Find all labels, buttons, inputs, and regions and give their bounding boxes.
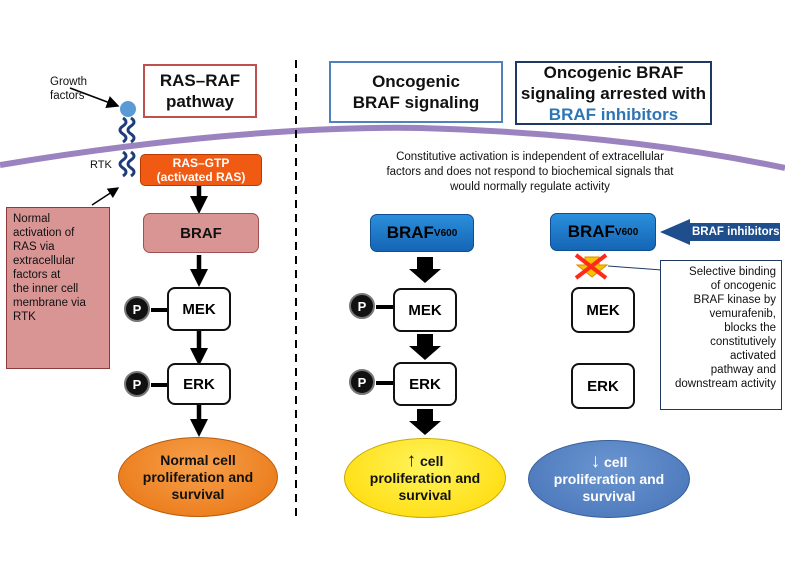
rtk-receptor <box>118 101 136 178</box>
phosphate-erk-middle: P <box>349 369 375 395</box>
outcome-decreased-rest: proliferation and survival <box>553 471 665 504</box>
outcome-increased-rest: proliferation and survival <box>369 470 481 503</box>
note-selective-binding: Selective binding of oncogenic BRAF kina… <box>660 260 782 410</box>
outcome-decreased: ↓ cell proliferation and survival <box>528 440 690 518</box>
braf-box-left: BRAF <box>143 213 259 253</box>
erk-box-left: ERK <box>167 363 231 405</box>
middle-pathway-arrows <box>409 257 441 435</box>
title-oncogenic-braf: Oncogenic BRAF signaling <box>329 61 503 123</box>
caption-constitutive: Constitutive activation is independent o… <box>386 151 674 193</box>
title-arrested-inhibitors: BRAF inhibitors <box>548 104 679 124</box>
inhibitor-label: BRAF inhibitors <box>692 226 780 238</box>
down-arrow-icon: ↓ <box>590 451 601 472</box>
title-arrested: Oncogenic BRAF signaling arrested with B… <box>515 61 712 125</box>
outcome-normal: Normal cell proliferation and survival <box>118 437 278 517</box>
phosphate-mek-middle: P <box>349 293 375 319</box>
growth-factors-label: Growth factors <box>50 76 88 102</box>
up-arrow-icon: ↑ <box>406 450 417 471</box>
inhibitor-arrow <box>660 219 780 245</box>
blocked-arrow <box>574 253 609 280</box>
outcome-increased-cell: cell <box>416 453 444 469</box>
outcome-increased: ↑ cell proliferation and survival <box>344 438 506 518</box>
outcome-decreased-cell: cell <box>600 454 628 470</box>
braf-label-middle: BRAF <box>386 223 434 242</box>
phospho-links <box>151 305 393 387</box>
erk-box-middle: ERK <box>393 362 457 406</box>
note-normal-activation: Normal activation of RAS via extracellul… <box>6 207 110 369</box>
mek-box-left: MEK <box>167 287 231 331</box>
title-ras-raf-pathway: RAS–RAF pathway <box>143 64 257 118</box>
note-connector <box>607 265 663 271</box>
mek-box-middle: MEK <box>393 288 457 332</box>
rtk-label: RTK <box>90 159 112 171</box>
title-arrested-main: Oncogenic BRAF signaling arrested with <box>520 62 707 103</box>
cell-membrane <box>0 124 785 171</box>
braf-sup-middle: V600 <box>433 227 458 239</box>
note-arrow <box>91 187 120 206</box>
phosphate-mek-left: P <box>124 296 150 322</box>
braf-sup-right: V600 <box>614 226 639 238</box>
growth-factor-arrow <box>69 87 120 109</box>
phosphate-erk-left: P <box>124 371 150 397</box>
ras-gtp-box: RAS–GTP (activated RAS) <box>140 154 262 186</box>
braf-label-right: BRAF <box>567 222 615 241</box>
erk-box-right: ERK <box>571 363 635 409</box>
mek-box-right: MEK <box>571 287 635 333</box>
